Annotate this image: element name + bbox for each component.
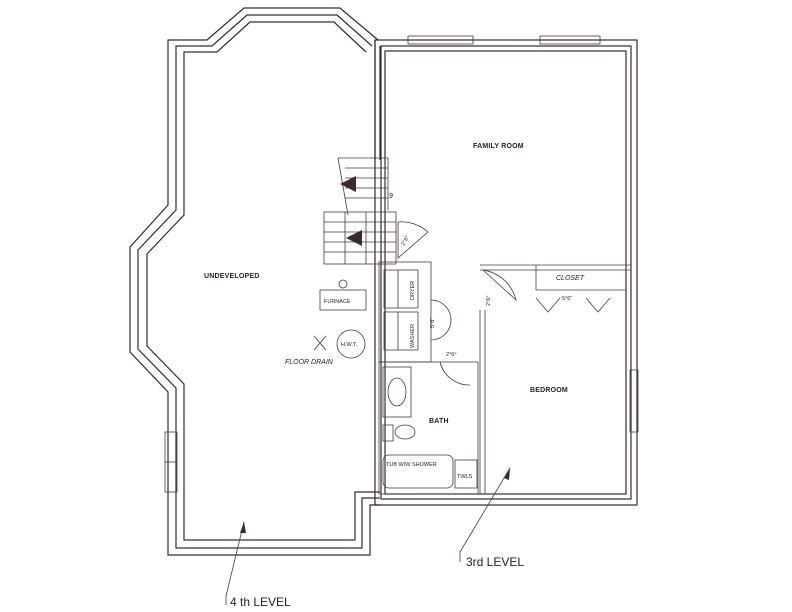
bedroom-walls bbox=[479, 264, 631, 494]
washer-label: WASHER bbox=[410, 324, 416, 348]
family-room-label: FAMILY ROOM bbox=[473, 143, 524, 150]
closet-label: CLOSET bbox=[556, 275, 585, 282]
bath-walls bbox=[378, 361, 479, 495]
hwt-label: H.W.T. bbox=[341, 342, 358, 348]
laundry-door-dimension: 5°6" bbox=[430, 318, 436, 328]
stair-door-dimension: 2°8° bbox=[401, 235, 411, 247]
bedroom-door-dimension: 2°6° bbox=[486, 295, 492, 306]
third-level-label: 3rd LEVEL bbox=[466, 555, 524, 569]
floor-drain-label: FLOOR DRAIN bbox=[285, 359, 334, 366]
undeveloped-walls bbox=[129, 7, 380, 556]
tub-shower-label: TUB W/W SHOWER bbox=[386, 462, 437, 468]
bath-label: BATH bbox=[429, 418, 449, 425]
undeveloped-label: UNDEVELOPED bbox=[204, 273, 260, 280]
mechanical-area bbox=[313, 279, 367, 359]
furnace-label: FURNACE bbox=[324, 299, 351, 305]
bedroom-label: BEDROOM bbox=[530, 387, 568, 394]
laundry-area bbox=[378, 261, 452, 363]
bath-door-dimension: 2°6° bbox=[446, 352, 457, 358]
towels-label: TWLS bbox=[457, 474, 473, 480]
dryer-label: DRYER bbox=[410, 281, 416, 300]
level-leaders bbox=[225, 467, 511, 605]
stair-step-count: 9 bbox=[389, 193, 393, 200]
stairs bbox=[323, 157, 429, 265]
closet-door-dimension: 5°6" bbox=[562, 296, 572, 302]
fourth-level-label: 4 th LEVEL bbox=[230, 595, 291, 609]
family-room-walls bbox=[374, 35, 639, 506]
